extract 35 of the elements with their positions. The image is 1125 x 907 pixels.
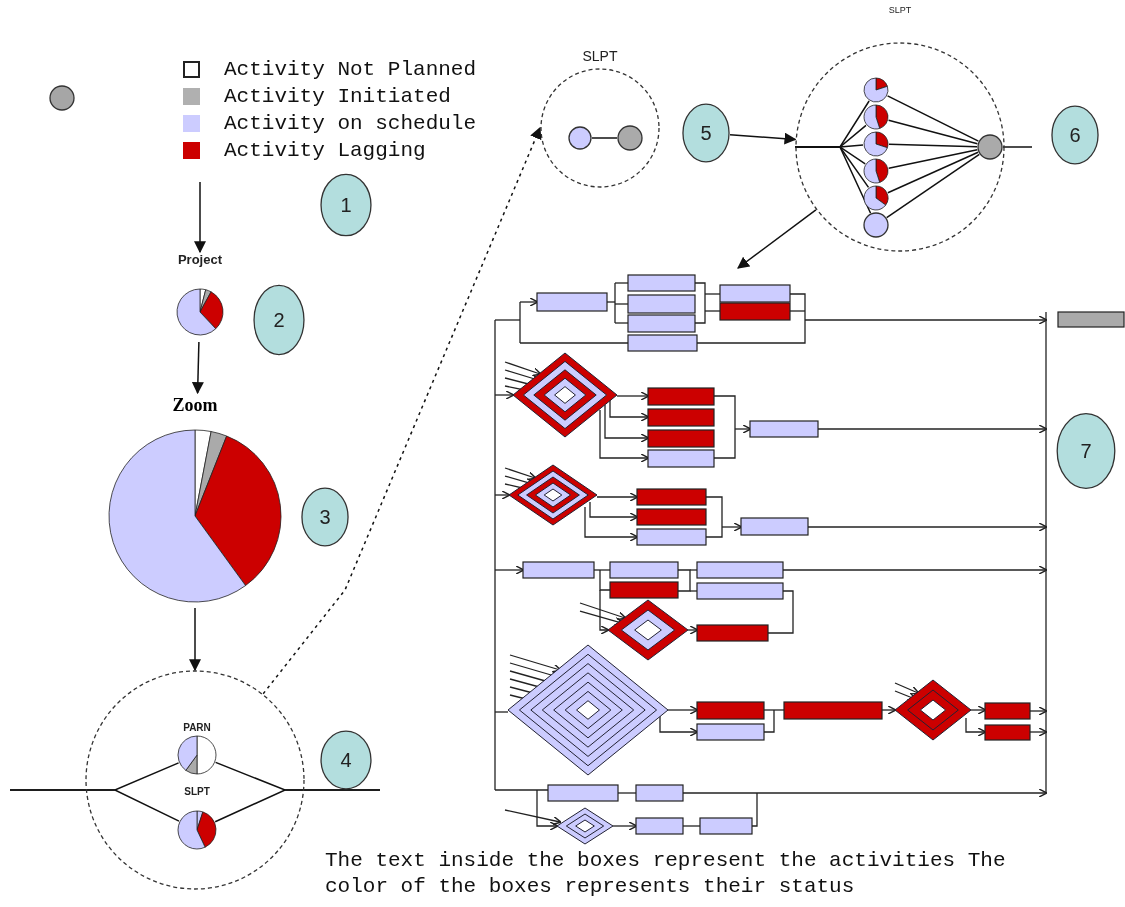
arrow — [729, 132, 797, 145]
arrow — [191, 341, 204, 395]
legend-label: Activity on schedule — [224, 111, 477, 137]
callout-number: 7 — [1080, 439, 1092, 464]
connector-line — [1002, 146, 1033, 148]
connector-line — [9, 789, 180, 822]
arrow — [194, 181, 206, 254]
pie-title: SLPT — [184, 786, 210, 798]
callout-number: 6 — [1069, 123, 1081, 148]
zoom-heading: Zoom — [172, 394, 218, 417]
pie-title: PARN — [183, 722, 211, 734]
callout-number: 1 — [340, 193, 352, 218]
arrow — [189, 607, 201, 672]
caption: The text inside the boxes represent the activities The color of the boxes represents their status — [325, 848, 1007, 900]
group-heading: SLPT — [581, 48, 619, 64]
callout-number: 3 — [319, 505, 331, 530]
callout-number: 2 — [273, 308, 285, 333]
callout-number: 4 — [340, 748, 352, 773]
pie-title: Project — [177, 252, 223, 268]
legend-label: Activity Not Planned — [224, 57, 477, 83]
connector-line — [591, 137, 618, 139]
legend-label: Activity Initiated — [224, 84, 451, 110]
group-heading: SLPT — [887, 4, 913, 16]
connector-line — [887, 148, 979, 170]
connector-line — [794, 146, 872, 214]
callout-number: 5 — [700, 121, 712, 146]
legend-label: Activity Lagging — [224, 138, 426, 164]
arrow — [737, 209, 817, 269]
connector-line — [214, 789, 381, 823]
connector-line — [885, 153, 981, 219]
connector-line — [888, 143, 978, 148]
connector-line — [886, 95, 980, 142]
connector-line — [887, 151, 979, 194]
connector-line — [887, 119, 979, 145]
arrow — [262, 126, 542, 695]
